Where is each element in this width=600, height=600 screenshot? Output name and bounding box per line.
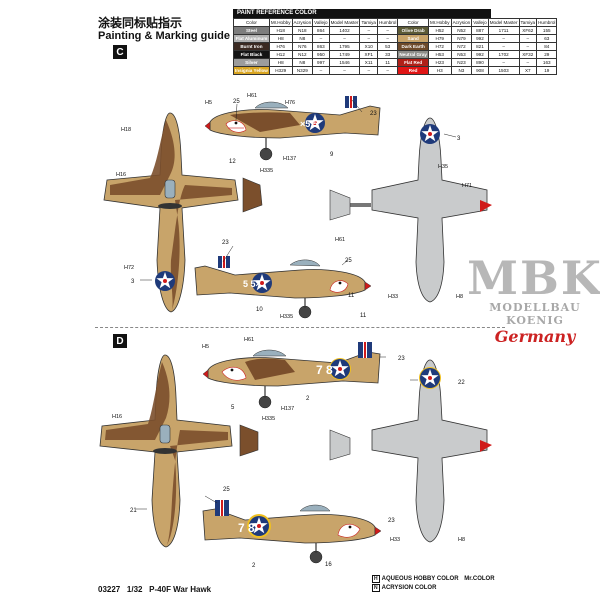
c-top-view-aircraft [103,112,239,313]
d-callout-25: 25 [223,487,230,493]
c-under-view-aircraft [347,117,492,303]
d-hcode-h137: H137 [281,406,294,412]
legend-aqueous-label: AQUEOUS HOBBY COLOR [381,576,459,582]
footer-model-name: P-40F War Hawk [149,585,212,594]
paint-code-cell: H329 [268,66,293,75]
d-upper-fuselage-code: 7 8 [316,363,333,377]
c-hcode-h16: H16 [116,172,126,178]
d-hcode-h16: H16 [112,414,122,420]
paint-swatch: Insignia Yellow [233,66,270,75]
c-hcode-h72: H72 [124,265,134,271]
c-upper-fuselage-code: ×5 5 [300,119,318,129]
d-hcode-h5: H5 [202,344,209,350]
c-side-view-upper-aircraft [204,96,381,161]
c-hcode-h76: H76 [285,100,295,106]
d-top-view-aircraft [99,354,233,548]
guide-title: Painting & Marking guide [98,30,231,42]
section-c-label: C [113,45,127,59]
d-hcode-h8: H8 [458,537,465,543]
d-under-view-tail [329,429,351,461]
c-callout-11: 11 [348,293,355,299]
c-hcode-h61b: H61 [335,237,345,243]
c-hcode-h71: H71 [462,183,472,189]
c-callout-25b: 25 [345,258,352,264]
c-hcode-h335: H335 [260,168,273,174]
d-callout-2: 2 [306,396,310,402]
d-callout-23: 23 [398,356,405,362]
d-callout-21: 21 [130,508,137,514]
paint-code-cell: – [312,66,330,75]
c-hcode-h61: H61 [247,93,257,99]
d-side-view-upper-aircraft [202,342,381,409]
paint-reference-title: PAINT REFERENCE COLOR [233,9,491,18]
c-callout-23b: 23 [222,240,229,246]
guide-title-chinese: 涂装同标贴指示 [98,16,183,30]
c-callout-25: 25 [233,99,240,105]
d-side-view-lower-aircraft [202,500,382,564]
d-hcode-h61: H61 [244,337,254,343]
c-under-view-tail [329,189,351,221]
c-hcode-h8: H8 [456,294,463,300]
c-callout-3: 3 [457,136,461,142]
footer-product-code: 03227 [98,585,121,594]
legend-mr-color: Mr.COLOR [464,576,495,582]
c-callout-23: 23 [370,111,377,117]
paint-code-cell: H3 [427,66,452,75]
c-callout-11b: 11 [360,313,367,319]
legend-aqueous-box: H [372,575,380,583]
c-callout-9: 9 [330,152,334,158]
paint-swatch: Red [397,66,429,75]
c-hcode-h35: H35 [438,164,448,170]
d-callout-23b: 23 [388,518,395,524]
d-under-view-aircraft [371,359,492,543]
paint-code-cell: – [376,66,399,75]
d-callout-2b: 2 [252,563,256,569]
d-callout-22: 22 [458,380,465,386]
paint-code-cell: 19 [536,66,558,75]
d-hcode-h33: H33 [390,537,400,543]
c-callout-10: 10 [256,307,263,313]
footer-product: 03227 1/32 P-40F War Hawk [98,585,211,594]
legend-acrysion-box: N [372,584,380,592]
section-divider [95,327,505,328]
c-hcode-h137: H137 [283,156,296,162]
c-callout-3b: 3 [131,279,135,285]
legend-acrysion-label: ACRYSION COLOR [381,585,437,591]
c-hcode-h5: H5 [205,100,212,106]
paint-code-cell: 1503 [487,66,520,75]
footer-scale: 1/32 [126,585,143,594]
d-callout-16: 16 [325,562,332,568]
d-top-view-tail [239,424,259,457]
c-hcode-h33: H33 [388,294,398,300]
watermark-country: Germany [494,327,576,346]
c-hcode-h18: H18 [121,127,131,133]
c-hcode-h335b: H335 [280,314,293,320]
d-hcode-h335: H335 [262,416,275,422]
watermark-brand: MBK [467,251,600,305]
section-d-label: D [113,334,127,348]
d-callout-5: 5 [231,405,235,411]
c-side-view-lower-aircraft [194,256,372,319]
c-callout-12: 12 [229,159,236,165]
d-lower-fuselage-code: 7 8 [238,521,255,535]
paint-code-cell: – [328,66,361,75]
watermark-company: MODELLBAU KOENIG [489,301,581,327]
mbk-watermark-logo: MBK MODELLBAU KOENIG Germany [465,255,600,346]
paint-code-cell: 908 [471,66,489,75]
c-lower-fuselage-code: 5 5× [243,279,261,289]
